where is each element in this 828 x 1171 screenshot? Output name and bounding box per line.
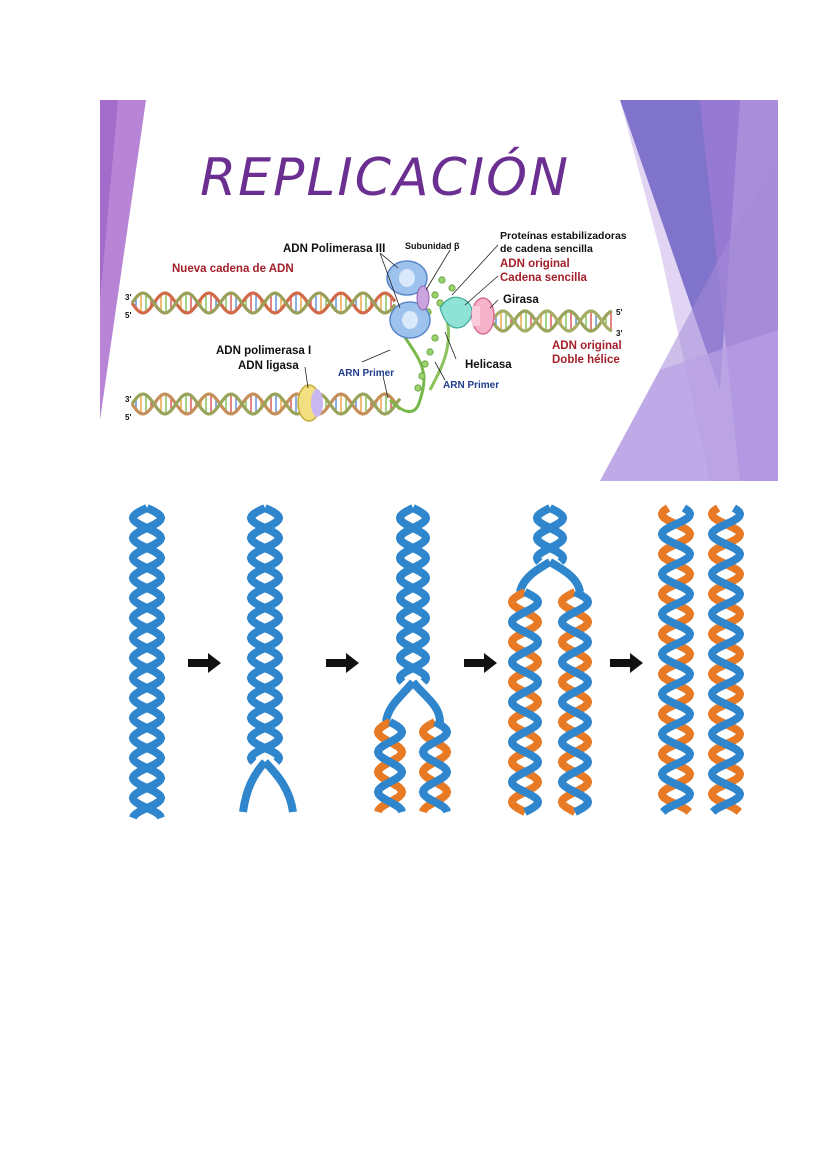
stage3-parent-strand-b — [395, 504, 431, 685]
stage5-daughter-right-strand-b — [707, 504, 745, 815]
stage4-daughter-left-strand-a — [507, 588, 543, 816]
top-helix-right — [490, 309, 613, 333]
left-decor-triangle-dark — [100, 100, 118, 300]
top-left-helix-strand-b — [130, 291, 397, 315]
label-original-single-2: Cadena sencilla — [500, 272, 588, 284]
bottom-helix-strand-b — [130, 392, 402, 416]
label-original-single-1: ADN original — [500, 258, 570, 270]
stage3-parent-strand-a — [395, 504, 431, 685]
stage-daughter-helices — [657, 504, 745, 815]
stage4-parent-strand-b — [532, 504, 568, 565]
leader-lines — [304, 244, 499, 399]
stage4-parent-strand-a — [532, 504, 568, 565]
stage2-helix-strand-b — [246, 504, 284, 765]
top-right-helix-strand-a — [490, 309, 613, 333]
stage4-daughter-right-strand-a — [557, 588, 593, 816]
stage5-daughter-left-strand-b — [657, 504, 695, 815]
ssb-protein — [426, 348, 434, 356]
ssb-protein — [438, 276, 446, 284]
stage2-fork-left — [239, 759, 269, 813]
ssb-protein — [448, 284, 456, 292]
stage3-daughter-right-strand-b — [418, 718, 452, 814]
label-primer-right: ARN Primer — [443, 380, 499, 391]
stage-unwinding — [239, 504, 297, 813]
lagging-strand-loop — [388, 329, 426, 413]
stage3-daughter-right-strand-a — [418, 718, 452, 814]
top-helix-left — [130, 291, 397, 315]
label-polymerase-iii: ADN Polimerasa III — [283, 243, 385, 255]
stage4-fork-right — [548, 558, 584, 593]
stage2-fork-right — [262, 759, 297, 813]
stage3-fork-left — [382, 679, 417, 723]
ssb-protein — [418, 372, 426, 380]
beta-subunit — [416, 285, 430, 311]
label-gyrase: Girasa — [503, 294, 539, 306]
ssb-protein — [414, 384, 422, 392]
slide-title: REPLICACIÓN — [200, 146, 570, 208]
stage5-daughter-left-strand-a — [657, 504, 695, 815]
stage-partial-replication — [373, 504, 452, 814]
label-beta-subunit: Subunidad β — [405, 241, 460, 251]
stage-double-helix — [128, 504, 166, 820]
end-5-bottom: 5' — [125, 413, 131, 422]
stage-advanced-replication — [507, 504, 593, 816]
top-right-helix-strand-b — [490, 309, 613, 333]
ssb-protein — [421, 360, 429, 368]
ssb-protein — [431, 334, 439, 342]
stage3-daughter-left-strand-a — [373, 718, 407, 814]
label-primer-left: ARN Primer — [338, 368, 394, 379]
stage1-helix-strand-a — [128, 504, 166, 820]
label-helicase: Helicasa — [465, 359, 512, 371]
end-3-bottom: 3' — [125, 395, 131, 404]
end-3-right: 3' — [616, 329, 622, 338]
step-arrow-2 — [326, 653, 359, 673]
label-original-double-1: ADN original — [552, 340, 622, 352]
end-3-top: 3' — [125, 293, 131, 302]
label-polymerase-i: ADN polimerasa I — [216, 345, 311, 357]
stage3-fork-right — [409, 679, 444, 723]
stage4-fork-left — [516, 558, 552, 594]
end-5-top: 5' — [125, 311, 131, 320]
label-proteins-2: de cadena sencilla — [500, 243, 593, 255]
steps-canvas — [128, 504, 745, 820]
right-decor-bottom — [600, 330, 778, 481]
left-decor-triangle — [100, 100, 146, 420]
ssb-protein — [431, 291, 439, 299]
step-arrow-3 — [464, 653, 497, 673]
stage2-helix-strand-a — [246, 504, 284, 765]
step-arrows — [188, 653, 643, 673]
slide-canvas: REPLICACIÓN 3' 5' 3' 5' 5' 3' — [100, 100, 778, 481]
replication-steps — [118, 500, 758, 825]
bottom-helix — [130, 392, 402, 416]
helicase-shape — [439, 296, 473, 329]
label-proteins-1: Proteínas estabilizadoras — [500, 230, 627, 242]
step-arrow-1 — [188, 653, 221, 673]
stage4-daughter-right-strand-b — [557, 588, 593, 816]
ssb-proteins — [414, 276, 456, 392]
step-arrow-4 — [610, 653, 643, 673]
stage3-daughter-left-strand-b — [373, 718, 407, 814]
ligase-shape — [311, 389, 323, 417]
end-5-right: 5' — [616, 308, 622, 317]
label-ligase: ADN ligasa — [238, 360, 299, 372]
replication-slide: REPLICACIÓN 3' 5' 3' 5' 5' 3' — [100, 100, 778, 481]
label-new-strand: Nueva cadena de ADN — [172, 263, 294, 275]
label-original-double-2: Doble hélice — [552, 354, 620, 366]
stage4-daughter-left-strand-b — [507, 588, 543, 816]
stage5-daughter-right-strand-a — [707, 504, 745, 815]
